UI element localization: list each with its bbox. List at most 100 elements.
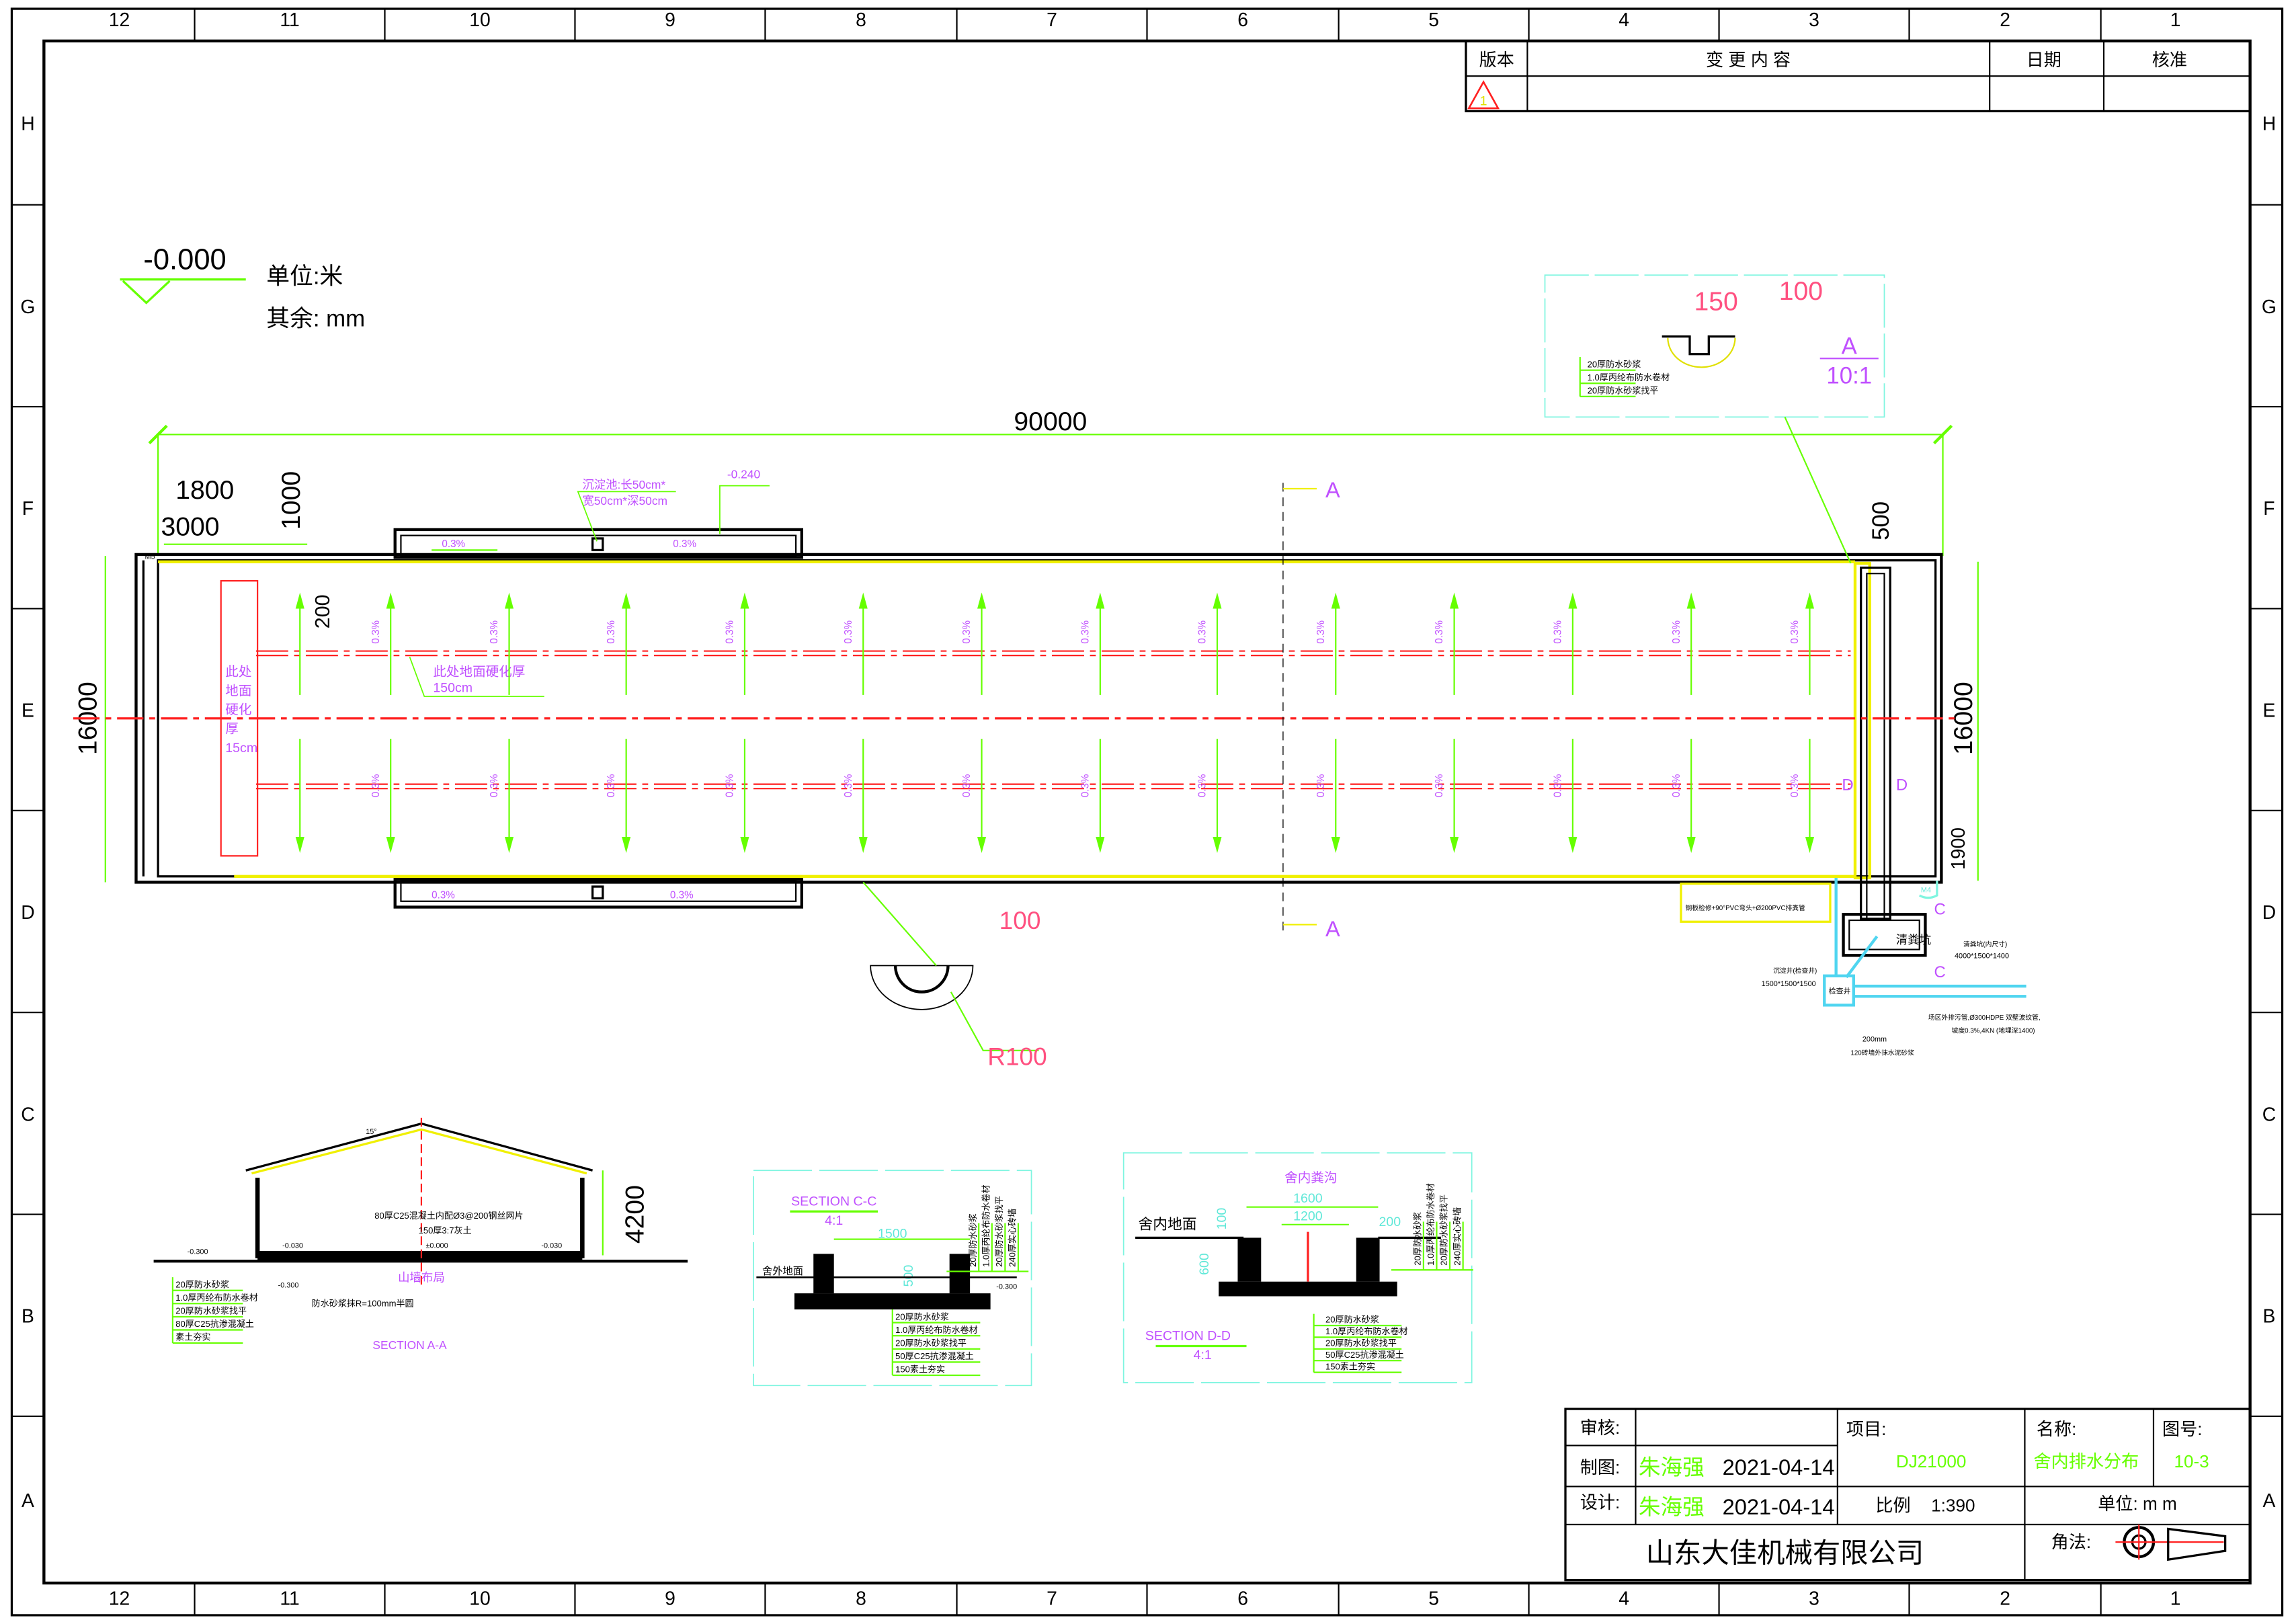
- design-label: 设计:: [1580, 1492, 1620, 1512]
- slope-label: 0.3%: [1789, 620, 1801, 644]
- hardening-left-text: 地面: [225, 684, 251, 698]
- detail-a: 150 100 A 10:1 20厚防水砂浆1.0厚丙纶布防水卷材20厚防水砂浆…: [1544, 274, 1885, 564]
- wall-note: 120砖墙外抹水泥砂浆: [1850, 1048, 1914, 1057]
- layer-label: 20厚防水砂浆找平: [1325, 1338, 1397, 1348]
- dim-3000: 3000: [161, 513, 219, 542]
- grid-row-label: E: [2262, 700, 2275, 721]
- grid-row-label: E: [22, 700, 34, 721]
- well-size: 1500*1500*1500: [1762, 980, 1816, 988]
- section-aa-elev-zero: ±0.000: [425, 1242, 448, 1250]
- slope-label: 0.3%: [961, 774, 973, 798]
- revision-header-date: 日期: [2026, 50, 2061, 70]
- section-aa-slab-note: 80厚C25混凝土内配Ø3@200钢丝网片: [374, 1211, 523, 1221]
- slope-label: 0.3%: [1671, 620, 1682, 644]
- grid-column-label: 1: [2170, 9, 2181, 30]
- section-dd: 舍内粪沟 1600 1200 200 100 600 舍内地面 SECTION …: [1122, 1152, 1473, 1383]
- grid-column-label: 3: [1809, 1588, 1819, 1609]
- layer-label: 150素土夯实: [1325, 1361, 1375, 1371]
- hardening-left-text: 硬化: [225, 702, 251, 717]
- section-cc-title: SECTION C-C: [791, 1194, 876, 1209]
- layer-label: 20厚防水砂浆找平: [895, 1338, 967, 1348]
- section-mark-a-top: A: [1325, 477, 1340, 502]
- slope-bottom-right: 0.3%: [670, 889, 694, 901]
- layer-label: 150素土夯实: [895, 1365, 945, 1375]
- section-cc-depth: 500: [901, 1265, 916, 1287]
- grid-column-label: 11: [280, 1588, 299, 1609]
- slope-label: 0.3%: [843, 620, 854, 644]
- pipe-note: 钢板检修+90°PVC弯头+Ø200PVC排粪管: [1685, 903, 1805, 912]
- grid-column-label: 7: [1047, 1588, 1057, 1609]
- scale-value: 1:390: [1931, 1495, 1975, 1515]
- layer-label: 50厚C25抗渗混凝土: [895, 1351, 974, 1361]
- slope-label: 0.3%: [1671, 774, 1682, 798]
- layer-label: 20厚防水砂浆找平: [175, 1306, 247, 1316]
- section-mark-c-top: C: [1934, 900, 1945, 918]
- section-aa-lime-note: 150厚3:7灰土: [419, 1225, 472, 1235]
- wall-thickness: 200mm: [1862, 1036, 1887, 1044]
- hardening-mid-line1: 此处地面硬化厚: [433, 665, 525, 680]
- drawn-name: 朱海强: [1639, 1455, 1705, 1479]
- section-aa-cove-note: 防水砂浆抹R=100mm半圆: [312, 1299, 414, 1309]
- layer-label: 1.0厚丙纶布防水卷材: [895, 1325, 978, 1335]
- grid-column-label: 4: [1619, 9, 1629, 30]
- section-dd-w-side: 200: [1379, 1215, 1401, 1229]
- wall-layer-label: 20厚防水砂浆: [968, 1213, 978, 1267]
- revision-header-approve: 核准: [2152, 50, 2187, 70]
- slope-label: 0.3%: [1434, 620, 1445, 644]
- section-aa-elev-out2: -0.300: [278, 1281, 299, 1289]
- layer-label: 1.0厚丙纶布防水卷材: [175, 1293, 258, 1303]
- section-mark-a-bottom: A: [1325, 916, 1340, 941]
- grid-row-label: C: [21, 1103, 34, 1125]
- slope-label: 0.3%: [843, 774, 854, 798]
- design-date: 2021-04-14: [1723, 1494, 1835, 1519]
- detail-a-scale: 10:1: [1826, 362, 1872, 389]
- slope-label: 0.3%: [725, 620, 736, 644]
- section-dd-ground: 舍内地面: [1138, 1215, 1196, 1232]
- slope-bottom-left: 0.3%: [432, 889, 455, 901]
- legend-other-unit: 其余: mm: [266, 305, 365, 331]
- cove-dim-100: 100: [999, 907, 1041, 934]
- grid-column-label: 10: [469, 9, 490, 30]
- grid-column-label: 1: [2170, 1588, 2181, 1609]
- legend-unit: 单位:米: [266, 263, 343, 289]
- detail-a-title: A: [1842, 333, 1858, 360]
- revision-header-version: 版本: [1479, 50, 1514, 70]
- section-dd-heading: 舍内粪沟: [1284, 1171, 1337, 1186]
- well-size-label: 沉淀井(检查井): [1773, 966, 1817, 975]
- grid-row-label: D: [21, 901, 34, 923]
- layer-label: 20厚防水砂浆: [1325, 1315, 1379, 1325]
- wall-layer-label: 240厚实心砖墙: [1008, 1209, 1018, 1267]
- layer-label: 80厚C25抗渗混凝土: [175, 1319, 254, 1329]
- slope-label: 0.3%: [370, 774, 382, 798]
- grid-row-label: C: [2262, 1103, 2276, 1125]
- layer-label: 1.0厚丙纶布防水卷材: [1325, 1326, 1408, 1336]
- grid-row-label: H: [21, 113, 34, 134]
- section-dd-scale: 4:1: [1194, 1348, 1212, 1363]
- detail-a-width: 150: [1694, 287, 1738, 316]
- slope-label: 0.3%: [606, 620, 617, 644]
- drawing-no-value: 10-3: [2174, 1451, 2209, 1471]
- slope-label: 0.3%: [1315, 620, 1327, 644]
- section-mark-d-left: D: [1842, 776, 1853, 794]
- sediment-tank-note-1: 沉淀池:长50cm*: [582, 478, 665, 491]
- scale-label: 比例: [1875, 1495, 1910, 1515]
- door-m5: M5: [145, 553, 155, 561]
- grid-row-label: B: [22, 1305, 34, 1327]
- pit-size: 4000*1500*1400: [1955, 952, 2009, 961]
- cove-radius: R100: [987, 1043, 1047, 1071]
- slope-label: 0.3%: [489, 620, 500, 644]
- slope-top-right: 0.3%: [673, 538, 696, 550]
- drawn-date: 2021-04-14: [1723, 1455, 1835, 1479]
- grid-row-label: A: [2262, 1490, 2275, 1511]
- grid-column-label: 6: [1237, 9, 1248, 30]
- slope-label: 0.3%: [606, 774, 617, 798]
- slope-label: 0.3%: [1197, 620, 1209, 644]
- revision-header-content: 变 更 内 容: [1706, 50, 1791, 70]
- section-dd-h-step: 100: [1215, 1208, 1229, 1230]
- slope-label: 0.3%: [1789, 774, 1801, 798]
- name-value: 舍内排水分布: [2034, 1451, 2139, 1471]
- layer-label: 素土夯实: [175, 1332, 210, 1342]
- sediment-tank-bottom: [591, 885, 604, 900]
- section-dd-w-inner: 1200: [1293, 1209, 1323, 1223]
